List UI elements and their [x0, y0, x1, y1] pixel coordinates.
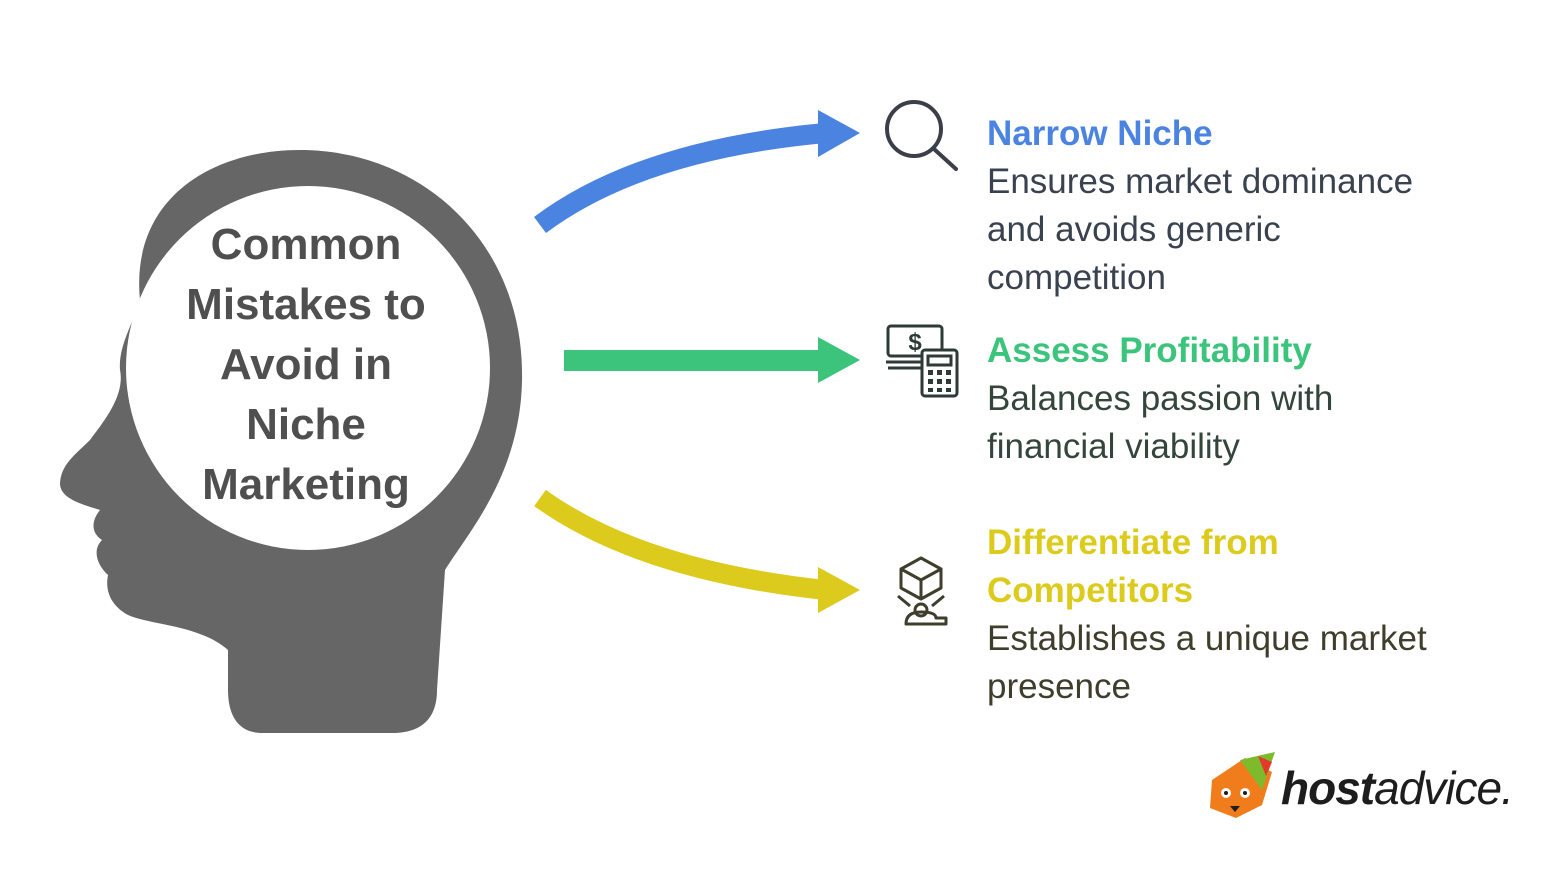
head-circle	[126, 186, 490, 550]
arrow-assess-profitability	[564, 350, 826, 371]
arrow-narrow-niche	[534, 123, 826, 234]
item-differentiate: Differentiate from Competitors Establish…	[987, 519, 1527, 711]
item-desc-line: and avoids generic	[987, 210, 1281, 249]
item-description: Ensures market dominance and avoids gene…	[987, 158, 1527, 302]
center-title-line: Common	[210, 220, 402, 269]
logo-text-bold: host	[1281, 762, 1375, 814]
item-title: Narrow Niche	[987, 110, 1527, 158]
item-title-line: Narrow Niche	[987, 114, 1213, 153]
center-title-line: Marketing	[202, 460, 410, 509]
magnifier-icon	[885, 100, 958, 171]
item-title: Assess Profitability	[987, 327, 1527, 375]
item-desc-line: Ensures market dominance	[987, 162, 1414, 201]
item-desc-line: Establishes a unique market	[987, 619, 1427, 658]
svg-text:$: $	[908, 329, 922, 356]
item-desc-line: competition	[987, 258, 1166, 297]
item-title-line: Assess Profitability	[987, 331, 1312, 370]
center-title-line: Avoid in	[220, 340, 392, 389]
logo-text-regular: advice.	[1374, 762, 1514, 814]
item-desc-line: Balances passion with	[987, 379, 1334, 418]
fox-mascot-icon	[1210, 752, 1275, 818]
item-description: Balances passion with financial viabilit…	[987, 375, 1527, 471]
item-title: Differentiate from Competitors	[987, 519, 1527, 615]
item-description: Establishes a unique market presence	[987, 615, 1527, 711]
item-assess-profitability: Assess Profitability Balances passion wi…	[987, 327, 1527, 471]
item-title-line: Competitors	[987, 571, 1194, 610]
center-title-line: Mistakes to	[186, 280, 426, 329]
item-desc-line: presence	[987, 667, 1131, 706]
item-desc-line: financial viability	[987, 427, 1240, 466]
arrow-head-narrow-niche	[818, 110, 860, 157]
arrow-head-assess-profitability	[818, 337, 860, 383]
arrow-head-differentiate	[818, 567, 860, 613]
logo-text: hostadvice.	[1281, 760, 1514, 816]
center-title-line: Niche	[246, 400, 366, 449]
item-narrow-niche: Narrow Niche Ensures market dominance an…	[987, 110, 1527, 302]
box-on-stand-icon	[897, 556, 948, 626]
item-title-line: Differentiate from	[987, 523, 1279, 562]
arrow-differentiate	[534, 489, 827, 600]
center-title: Common Mistakes to Avoid in Niche Market…	[150, 215, 462, 515]
money-calculator-icon: $	[886, 324, 959, 398]
hostadvice-logo: hostadvice.	[1203, 752, 1523, 822]
